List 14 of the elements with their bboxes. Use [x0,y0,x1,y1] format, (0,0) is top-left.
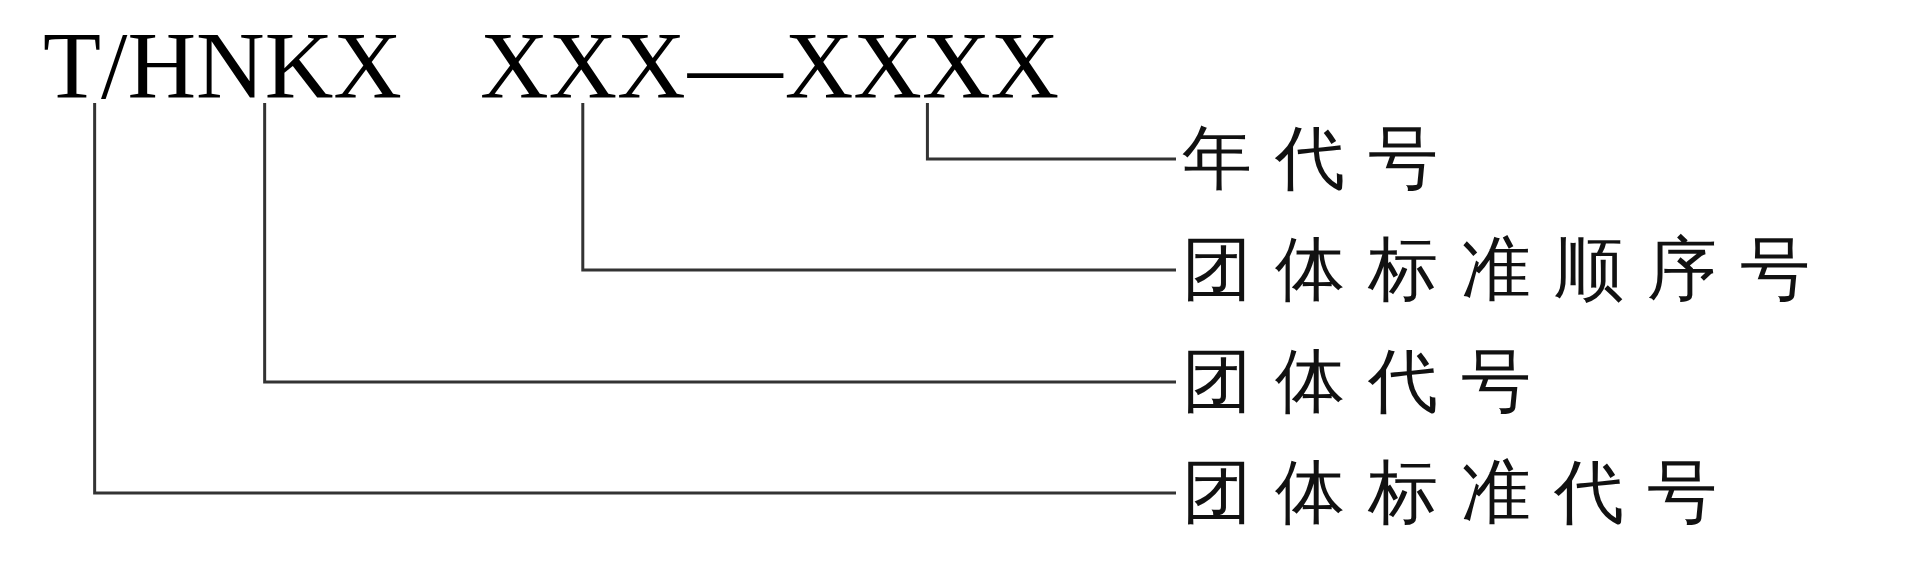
dash-text: — [687,29,783,104]
callout-label: 团体标准代号 [1182,458,1740,528]
leader-line [93,103,1176,495]
code-text: XXX [479,29,686,104]
leader-line [925,103,1176,161]
code-text: HNKX [127,29,402,104]
code-text: T [43,29,102,104]
slash-text: / [101,29,128,104]
leader-line [581,103,1176,272]
callout-label: 团体标准顺序号 [1182,235,1833,305]
callout-label: 团体代号 [1182,347,1554,417]
code-text: XXXX [784,29,1060,104]
leader-line [263,103,1176,384]
callout-label: 年代号 [1182,124,1461,194]
